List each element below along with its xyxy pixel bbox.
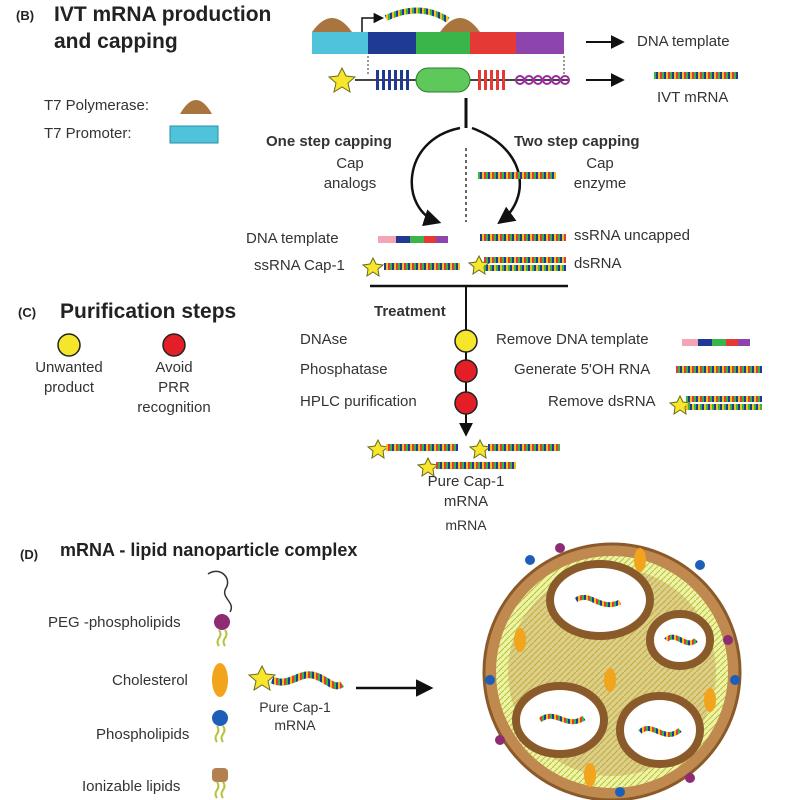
peg-phospholipids-label: PEG -phospholipids [48,614,181,631]
utr-3-coil [478,70,505,90]
dna-template-label: DNA template [637,33,730,50]
legend-red-circle [162,333,186,357]
one-step-arrow [410,126,461,227]
out-ssrna-uncapped-label: ssRNA uncapped [574,227,690,244]
ionizable-lipid-icon [212,768,228,799]
legend-yellow-line1: Unwanted [35,359,103,376]
panel-c-title: Purification steps [60,300,237,323]
cap-enzyme-strand-icon [478,172,556,179]
purification-result-shapes [366,339,762,478]
lipid-nanoparticle [482,542,742,800]
product-line3: mRNA [445,517,487,533]
two-step-capping-title: Two step capping [514,133,640,150]
legend-red-line2: PRR [158,379,190,396]
legend-promoter-icon [169,125,219,144]
gene-block-blue [368,32,416,54]
dna-template-construct [312,7,565,76]
product-line2: mRNA [443,493,489,510]
result-remove-dsrna: Remove dsRNA [548,393,656,410]
legend-red-line1: Avoid [155,359,193,376]
ivt-mrna-strand-icon [654,72,738,79]
step-dnase-label: DNAse [300,331,348,348]
product-line1: Pure Cap-1 [427,473,505,490]
out-dna-template-label: DNA template [246,230,339,247]
coding-sequence-capsule [415,67,471,93]
panel-c-letter: (C) [18,305,37,320]
one-step-sub2: analogs [323,175,377,192]
legend-yellow-circle [57,333,81,357]
pure-mrna-line1: Pure Cap-1 [259,699,331,715]
panel-d-letter: (D) [20,547,39,562]
one-step-sub1: Cap [336,155,364,172]
legend-promoter-label: T7 Promoter: [44,125,132,142]
cholesterol-label: Cholesterol [112,672,188,689]
step-hplc-label: HPLC purification [300,393,417,410]
pure-mrna-line2: mRNA [274,717,316,733]
legend-yellow-line2: product [43,379,95,396]
t7-promoter-block [312,32,368,54]
out-dsrna-label: dsRNA [574,255,622,272]
phosphatase-red-circle [454,359,478,383]
cholesterol-icon [212,663,228,697]
panel-b-title-line1: IVT mRNA production [54,3,272,26]
ivt-mrna-label: IVT mRNA [657,89,729,106]
gene-block-purple [516,32,564,54]
capping-output-shapes [361,234,566,278]
ionizable-lipids-label: Ionizable lipids [82,778,181,795]
out-ssrna-cap1-label: ssRNA Cap-1 [254,257,345,274]
legend-polymerase-icon [180,100,212,114]
hplc-red-circle [454,391,478,415]
panel-d-title: mRNA - lipid nanoparticle complex [60,540,358,560]
result-generate-5oh-rna: Generate 5'OH RNA [514,361,651,378]
peg-phospholipid-icon [207,570,233,647]
pure-mrna-icon [247,664,345,692]
treatment-label: Treatment [374,303,446,320]
transcription-start-arrow [361,12,385,32]
mrna-construct [327,66,570,94]
panel-b-title-line2: and capping [54,30,178,53]
poly-a-tail [515,75,570,85]
dnase-yellow-circle [454,329,478,353]
phospholipid-icon [212,710,228,743]
legend-red-line3: recognition [137,399,211,416]
panel-b-letter: (B) [16,8,35,23]
gene-block-red [470,32,516,54]
utr-5-coil [376,70,409,90]
cap-star-icon [327,66,357,94]
two-step-sub1: Cap [586,155,614,172]
gene-block-green [416,32,470,54]
one-step-capping-title: One step capping [266,133,392,150]
step-phosphatase-label: Phosphatase [300,361,388,378]
result-remove-dna-template: Remove DNA template [496,331,649,348]
two-step-sub2: enzyme [573,175,627,192]
polymerase-icon [312,18,352,32]
legend-polymerase-label: T7 Polymerase: [44,97,150,114]
phospholipids-label: Phospholipids [96,726,190,743]
nascent-rna-strand [384,7,450,23]
polymerase-icon [440,18,480,32]
